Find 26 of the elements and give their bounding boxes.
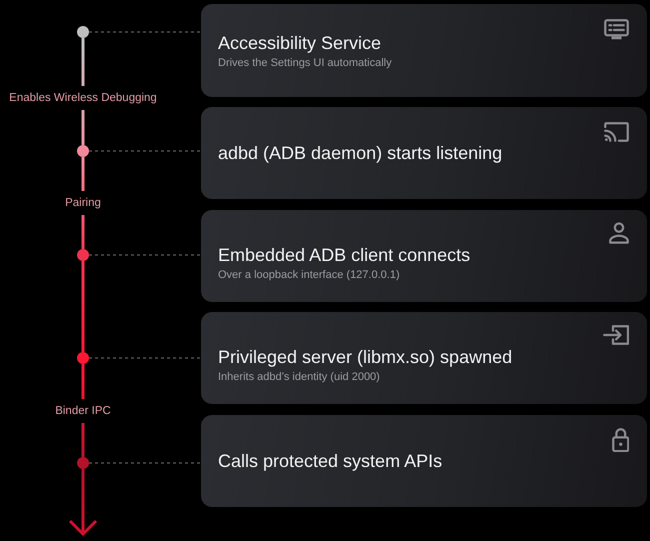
step-title: adbd (ADB daemon) starts listening [218, 142, 502, 164]
leader-line [88, 462, 202, 464]
leader-line [88, 254, 202, 256]
step-card [201, 4, 647, 97]
step-card [201, 415, 647, 507]
timeline-dot [77, 457, 89, 469]
edge-label: Pairing [63, 191, 103, 215]
edge-label: Binder IPC [53, 398, 113, 422]
timeline-dot [77, 249, 89, 261]
timeline-segment [82, 261, 84, 352]
step-description: Over a loopback interface (127.0.0.1) [218, 268, 400, 282]
step-description: Drives the Settings UI automatically [218, 56, 392, 70]
timeline-dot [77, 26, 89, 38]
leader-line [88, 150, 202, 152]
step-title: Embedded ADB client connects [218, 244, 470, 266]
timeline-dot [77, 145, 89, 157]
step-title: Calls protected system APIs [218, 450, 442, 472]
timeline-dot [77, 352, 89, 364]
step-card [201, 210, 647, 302]
step-card [201, 107, 647, 199]
step-title: Accessibility Service [218, 32, 382, 54]
step-card [201, 312, 647, 404]
edge-label: Enables Wireless Debugging [7, 86, 159, 110]
timeline-arrow [68, 469, 98, 536]
step-description: Inherits adbd’s identity (uid 2000) [218, 370, 380, 384]
step-title: Privileged server (libmx.so) spawned [218, 346, 512, 368]
